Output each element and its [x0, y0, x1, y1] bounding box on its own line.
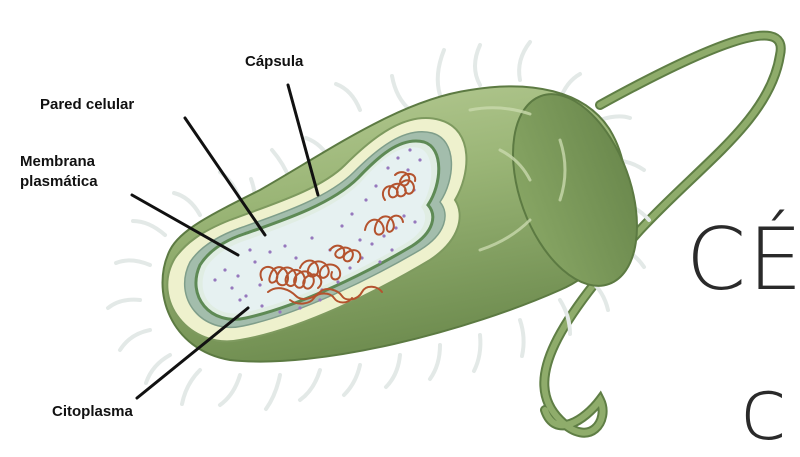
ribosome-dot [340, 224, 343, 227]
ribosome-dot [370, 242, 373, 245]
ribosome-dot [283, 244, 286, 247]
ribosome-dot [418, 158, 421, 161]
ribosome-dot [260, 304, 263, 307]
ribosome-dot [382, 234, 385, 237]
ribosome-dot [386, 166, 389, 169]
ribosome-dot [318, 298, 321, 301]
ribosome-dot [238, 298, 241, 301]
ribosome-dot [350, 212, 353, 215]
ribosome-dot [278, 310, 281, 313]
ribosome-dot [213, 278, 216, 281]
ribosome-dot [310, 236, 313, 239]
ribosome-dot [394, 226, 397, 229]
ribosome-dot [413, 220, 416, 223]
ribosome-dot [378, 260, 381, 263]
ribosome-dot [374, 184, 377, 187]
label-citoplasma: Citoplasma [52, 402, 133, 422]
ribosome-dot [230, 286, 233, 289]
ribosome-dot [396, 156, 399, 159]
label-membrana-line1: Membrana [20, 152, 95, 172]
ribosome-dot [248, 248, 251, 251]
label-pared-celular: Pared celular [40, 95, 134, 115]
ribosome-dot [406, 168, 409, 171]
ribosome-dot [268, 250, 271, 253]
ribosome-dot [258, 283, 261, 286]
ribosome-dot [223, 268, 226, 271]
label-membrana-line2: plasmática [20, 172, 98, 192]
label-capsula: Cápsula [245, 52, 303, 72]
ribosome-dot [298, 306, 301, 309]
ribosome-dot [253, 260, 256, 263]
ribosome-dot [236, 274, 239, 277]
ribosome-dot [244, 294, 247, 297]
ribosome-dot [408, 148, 411, 151]
ribosome-dot [358, 238, 361, 241]
title-fragment-line1: CÉ [686, 205, 800, 315]
ribosome-dot [364, 198, 367, 201]
ribosome-dot [348, 266, 351, 269]
ribosome-dot [390, 248, 393, 251]
ribosome-dot [336, 280, 339, 283]
title-fragment-line2: c [740, 360, 800, 457]
ribosome-dot [294, 256, 297, 259]
ribosome-dot [402, 214, 405, 217]
